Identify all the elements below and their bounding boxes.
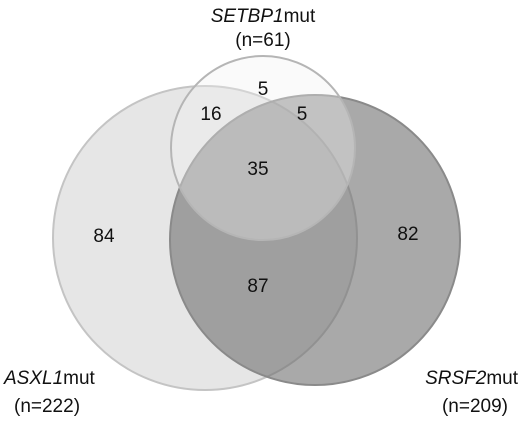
asxl1-set-count: (n=222) [14,396,80,417]
srsf2-circle [169,94,461,386]
srsf2-set-label: SRSF2mut [425,368,519,389]
region-value-asxl1-only: 84 [93,226,115,247]
region-value-setbp1-only: 5 [258,79,269,100]
region-value-all-three: 35 [247,159,268,180]
setbp1-circle [170,55,356,241]
set-circles [52,55,461,391]
asxl1-set-label: ASXL1mut [3,368,96,389]
region-value-setbp1-asxl1: 16 [200,104,221,125]
region-values: 5 16 5 35 84 87 82 [93,79,418,297]
region-value-setbp1-srsf2: 5 [297,104,308,125]
setbp1-set-count: (n=61) [235,30,290,51]
region-value-srsf2-only: 82 [397,224,418,245]
srsf2-set-count: (n=209) [442,396,508,417]
region-value-asxl1-srsf2: 87 [247,276,268,297]
setbp1-set-label: SETBP1mut [211,6,316,27]
